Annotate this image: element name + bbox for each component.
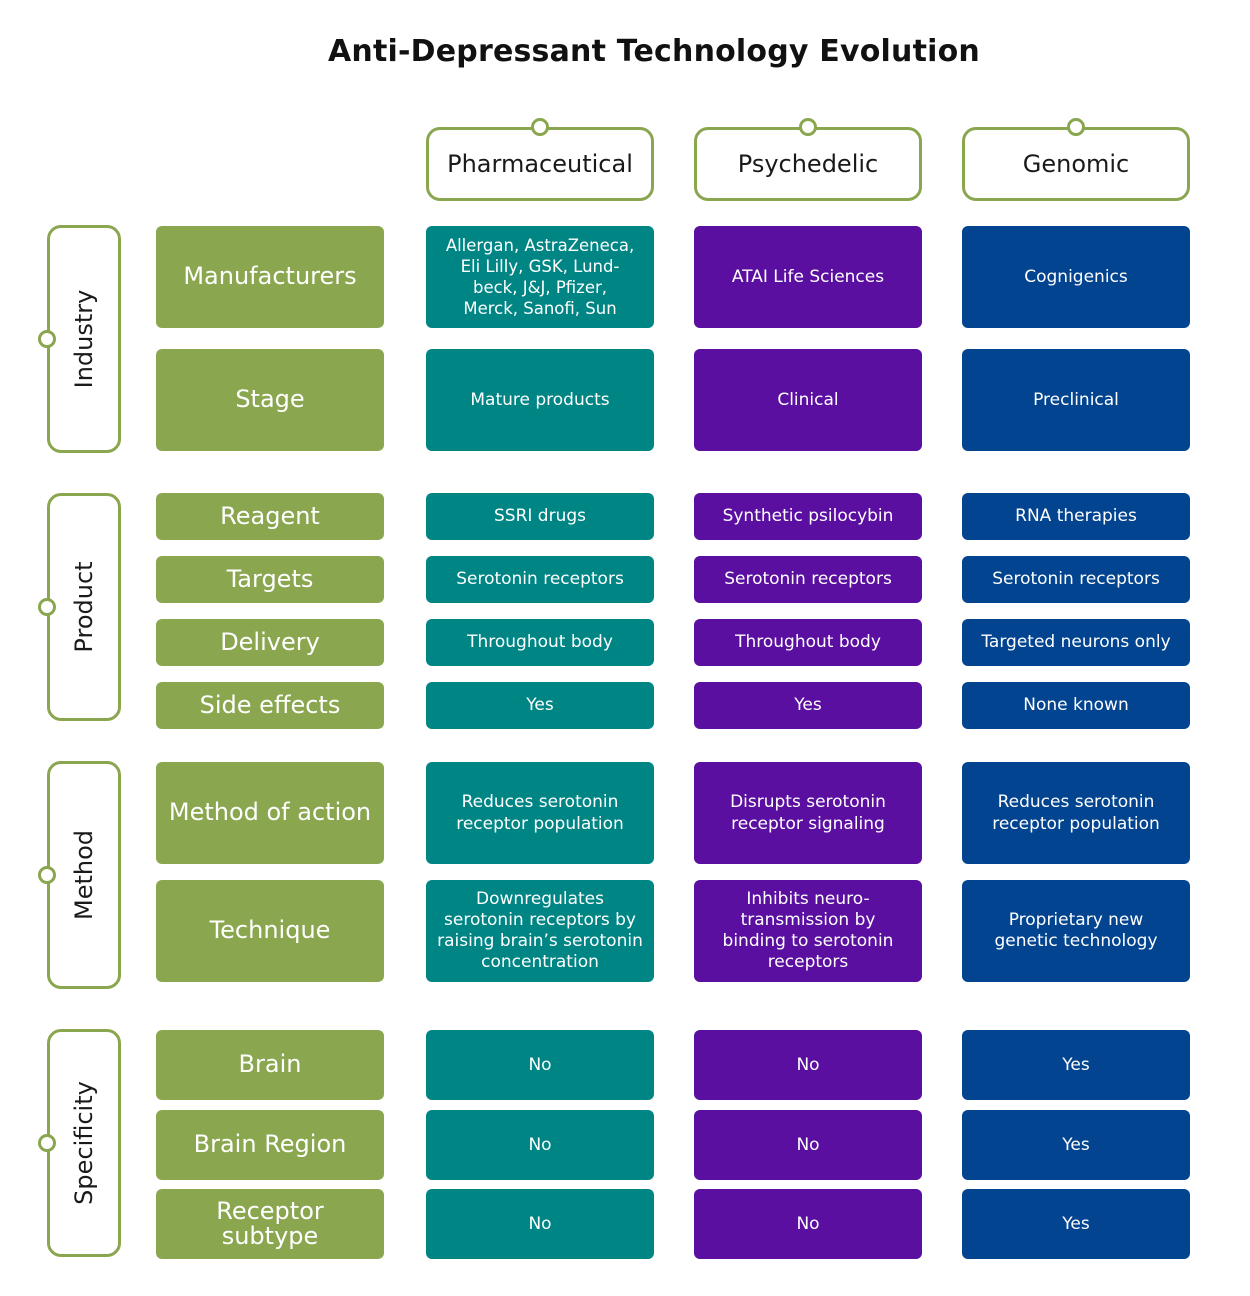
cell-pharmaceutical-method-of-action: Reduces serotonin receptor population — [426, 762, 654, 864]
cell-psychedelic-brain: No — [694, 1030, 922, 1100]
row-label-stage: Stage — [156, 349, 384, 451]
row-label-technique: Technique — [156, 880, 384, 982]
row-label-text: Targets — [226, 564, 314, 593]
group-label-industry: Industry — [70, 289, 98, 389]
row-label-side-effects: Side effects — [156, 682, 384, 729]
row-label-manufacturers: Manufacturers — [156, 226, 384, 328]
cell-pharmaceutical-reagent: SSRI drugs — [426, 493, 654, 540]
row-label-text: Technique — [209, 916, 331, 945]
cell-genomic-side-effects: None known — [962, 682, 1190, 729]
group-label-product: Product — [70, 561, 98, 653]
column-header-pharmaceutical: Pharmaceutical — [426, 127, 654, 201]
cell-pharmaceutical-brain: No — [426, 1030, 654, 1100]
row-label-receptor-subtype: Receptor subtype — [156, 1189, 384, 1259]
column-connector-dot — [531, 118, 549, 136]
cell-genomic-method-of-action: Reduces serotonin receptor population — [962, 762, 1190, 864]
row-label-text: Reagent — [220, 501, 320, 530]
cell-psychedelic-targets: Serotonin receptors — [694, 556, 922, 603]
cell-genomic-brain: Yes — [962, 1030, 1190, 1100]
row-label-text: Delivery — [220, 627, 320, 656]
cell-pharmaceutical-targets: Serotonin receptors — [426, 556, 654, 603]
cell-pharmaceutical-technique: Downregulates serotonin receptors by rai… — [426, 880, 654, 982]
row-label-targets: Targets — [156, 556, 384, 603]
cell-psychedelic-delivery: Throughout body — [694, 619, 922, 666]
group-connector-dot — [38, 598, 56, 616]
group-label-method: Method — [70, 829, 98, 921]
cell-genomic-brain-region: Yes — [962, 1110, 1190, 1180]
cell-pharmaceutical-receptor-subtype: No — [426, 1189, 654, 1259]
cell-pharmaceutical-delivery: Throughout body — [426, 619, 654, 666]
column-header-genomic: Genomic — [962, 127, 1190, 201]
column-connector-dot — [799, 118, 817, 136]
cell-psychedelic-reagent: Synthetic psilocybin — [694, 493, 922, 540]
row-label-text: Stage — [235, 385, 305, 414]
cell-pharmaceutical-side-effects: Yes — [426, 682, 654, 729]
row-label-text: Manufacturers — [183, 262, 357, 291]
row-label-text: Brain — [238, 1050, 302, 1079]
row-label-reagent: Reagent — [156, 493, 384, 540]
cell-genomic-reagent: RNA therapies — [962, 493, 1190, 540]
group-connector-dot — [38, 330, 56, 348]
row-label-method-of-action: Method of action — [156, 762, 384, 864]
cell-psychedelic-stage: Clinical — [694, 349, 922, 451]
cell-genomic-technique: Proprietary new genetic technology — [962, 880, 1190, 982]
column-header-psychedelic: Psychedelic — [694, 127, 922, 201]
cell-psychedelic-method-of-action: Disrupts serotonin receptor signaling — [694, 762, 922, 864]
cell-genomic-stage: Preclinical — [962, 349, 1190, 451]
row-label-text: Receptor subtype — [216, 1196, 324, 1250]
row-label-delivery: Delivery — [156, 619, 384, 666]
cell-psychedelic-side-effects: Yes — [694, 682, 922, 729]
cell-pharmaceutical-manufacturers: Allergan, AstraZeneca, Eli Lilly, GSK, L… — [426, 226, 654, 328]
group-box-specificity — [47, 1029, 121, 1257]
row-label-brain: Brain — [156, 1030, 384, 1100]
cell-genomic-manufacturers: Cognigenics — [962, 226, 1190, 328]
cell-psychedelic-technique: Inhibits neuro- transmission by binding … — [694, 880, 922, 982]
row-label-text: Method of action — [168, 798, 372, 827]
cell-pharmaceutical-stage: Mature products — [426, 349, 654, 451]
cell-genomic-delivery: Targeted neurons only — [962, 619, 1190, 666]
row-label-text: Brain Region — [193, 1130, 347, 1159]
column-connector-dot — [1067, 118, 1085, 136]
cell-psychedelic-manufacturers: ATAI Life Sciences — [694, 226, 922, 328]
cell-pharmaceutical-brain-region: No — [426, 1110, 654, 1180]
cell-psychedelic-receptor-subtype: No — [694, 1189, 922, 1259]
cell-genomic-targets: Serotonin receptors — [962, 556, 1190, 603]
cell-genomic-receptor-subtype: Yes — [962, 1189, 1190, 1259]
group-connector-dot — [38, 1134, 56, 1152]
group-label-specificity: Specificity — [70, 1081, 98, 1205]
page-title: Anti-Depressant Technology Evolution — [327, 34, 980, 69]
group-connector-dot — [38, 866, 56, 884]
row-label-brain-region: Brain Region — [156, 1110, 384, 1180]
cell-psychedelic-brain-region: No — [694, 1110, 922, 1180]
row-label-text: Side effects — [199, 690, 341, 719]
